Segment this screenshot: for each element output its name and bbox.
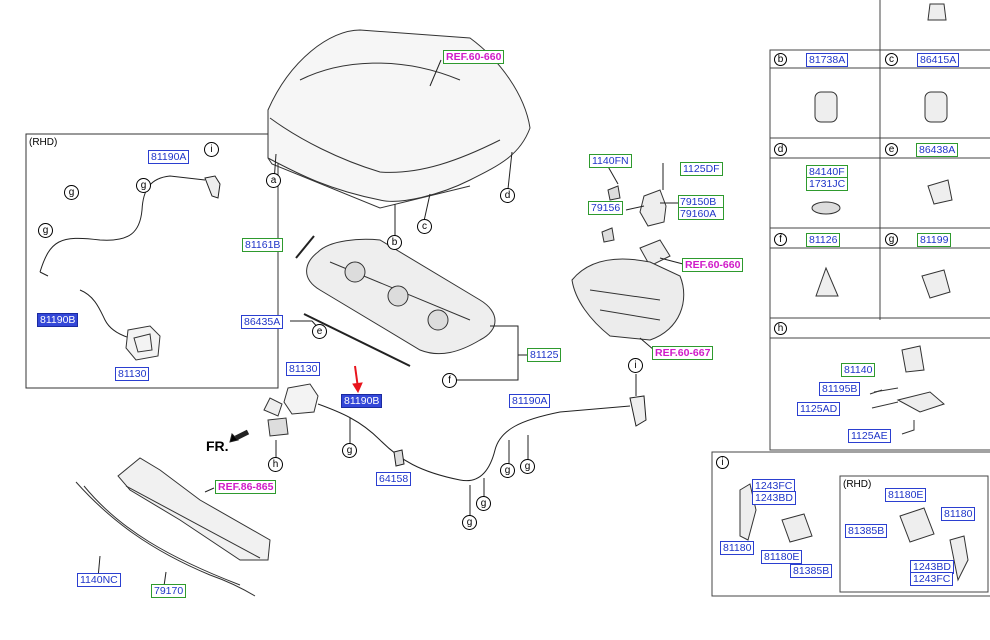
table-h-part-81195B[interactable]: 81195B bbox=[819, 382, 861, 396]
table-i-rhd-81385B[interactable]: 81385B bbox=[845, 524, 888, 538]
part-label-64158[interactable]: 64158 bbox=[376, 472, 412, 486]
part-label-79150B[interactable]: 79150B bbox=[678, 195, 724, 208]
table-d-part-1731JC[interactable]: 1731JC bbox=[806, 177, 849, 191]
callout-g-5[interactable]: g bbox=[462, 515, 477, 530]
table-i-part-81385B[interactable]: 81385B bbox=[790, 564, 833, 578]
part-label-81190B[interactable]: 81190B bbox=[341, 394, 383, 408]
table-f-part[interactable]: 81126 bbox=[806, 233, 841, 247]
table-h-letter: h bbox=[774, 322, 787, 335]
table-e-part[interactable]: 86438A bbox=[916, 143, 959, 157]
part-label-1140NC[interactable]: 1140NC bbox=[77, 573, 121, 587]
table-b-letter: b bbox=[774, 53, 787, 66]
table-i-rhd-1243FC[interactable]: 1243FC bbox=[910, 572, 954, 586]
callout-i-main[interactable]: i bbox=[628, 358, 643, 373]
part-label-81190A[interactable]: 81190A bbox=[509, 394, 551, 408]
table-c-letter: c bbox=[885, 53, 898, 66]
rhd-inset-title: (RHD) bbox=[29, 137, 58, 148]
table-f-letter: f bbox=[774, 233, 787, 246]
parts-table-grid bbox=[711, 0, 990, 597]
table-i-rhd-81180[interactable]: 81180 bbox=[941, 507, 976, 521]
front-direction-label: FR. bbox=[206, 438, 229, 454]
part-label-81125[interactable]: 81125 bbox=[527, 348, 562, 362]
callout-i-rhd[interactable]: i bbox=[204, 142, 219, 157]
part-label-79156[interactable]: 79156 bbox=[588, 201, 624, 215]
callout-d[interactable]: d bbox=[500, 188, 515, 203]
hood-latch-drawing bbox=[263, 383, 319, 437]
callout-g-1[interactable]: g bbox=[342, 443, 357, 458]
table-i-part-81180E[interactable]: 81180E bbox=[761, 550, 803, 564]
rhd-latch-drawing bbox=[125, 325, 161, 361]
part-label-81190B-rhd[interactable]: 81190B bbox=[37, 313, 79, 327]
part-label-79160A[interactable]: 79160A bbox=[678, 207, 724, 220]
callout-a[interactable]: a bbox=[266, 173, 281, 188]
ref-label-60-660-hinge[interactable]: REF.60-660 bbox=[682, 258, 744, 272]
table-i-part-1243BD[interactable]: 1243BD bbox=[752, 491, 796, 505]
callout-g-4[interactable]: g bbox=[476, 496, 491, 511]
ref-label-60-660-hood[interactable]: REF.60-660 bbox=[443, 50, 505, 64]
callout-h[interactable]: h bbox=[268, 457, 283, 472]
part-label-1125DF[interactable]: 1125DF bbox=[680, 162, 723, 176]
table-g-part[interactable]: 81199 bbox=[917, 233, 952, 247]
part-label-79170[interactable]: 79170 bbox=[151, 584, 187, 598]
table-i-rhd-1243BD[interactable]: 1243BD bbox=[910, 560, 954, 574]
part-label-81161B[interactable]: 81161B bbox=[242, 238, 284, 252]
part-label-81190A-rhd[interactable]: 81190A bbox=[148, 150, 190, 164]
part-label-81130-rhd[interactable]: 81130 bbox=[115, 367, 150, 381]
callout-b[interactable]: b bbox=[387, 235, 402, 250]
hood-crossmember-drawing bbox=[75, 457, 271, 597]
table-i-letter: i bbox=[716, 456, 729, 469]
table-h-part-1125AD[interactable]: 1125AD bbox=[797, 402, 841, 416]
table-e-letter: e bbox=[885, 143, 898, 156]
ref-label-60-667[interactable]: REF.60-667 bbox=[652, 346, 714, 360]
table-g-letter: g bbox=[885, 233, 898, 246]
hood-panel-drawing bbox=[267, 29, 531, 209]
table-d-letter: d bbox=[774, 143, 787, 156]
hood-insulator-drawing bbox=[306, 238, 496, 355]
callout-g-rhd-1[interactable]: g bbox=[64, 185, 79, 200]
table-i-rhd-81180E[interactable]: 81180E bbox=[885, 488, 927, 502]
part-label-1140FN[interactable]: 1140FN bbox=[589, 154, 632, 168]
table-h-part-1125AE[interactable]: 1125AE bbox=[848, 429, 891, 443]
ref-label-86-865[interactable]: REF.86-865 bbox=[215, 480, 277, 494]
table-i-part-81180[interactable]: 81180 bbox=[720, 541, 755, 555]
table-c-part[interactable]: 86415A bbox=[917, 53, 960, 67]
callout-g-3[interactable]: g bbox=[520, 459, 535, 474]
part-label-86435A[interactable]: 86435A bbox=[241, 315, 284, 329]
table-part-icons bbox=[739, 3, 969, 582]
callout-g-rhd-3[interactable]: g bbox=[38, 223, 53, 238]
callout-f[interactable]: f bbox=[442, 373, 457, 388]
callout-c[interactable]: c bbox=[417, 219, 432, 234]
table-i-rhd-title: (RHD) bbox=[843, 479, 872, 490]
callout-g-2[interactable]: g bbox=[500, 463, 515, 478]
hood-hinge-drawing bbox=[571, 185, 685, 341]
table-b-part[interactable]: 81738A bbox=[806, 53, 849, 67]
part-label-81130[interactable]: 81130 bbox=[286, 362, 321, 376]
callout-e[interactable]: e bbox=[312, 324, 327, 339]
table-h-part-81140[interactable]: 81140 bbox=[841, 363, 876, 377]
callout-g-rhd-2[interactable]: g bbox=[136, 178, 151, 193]
